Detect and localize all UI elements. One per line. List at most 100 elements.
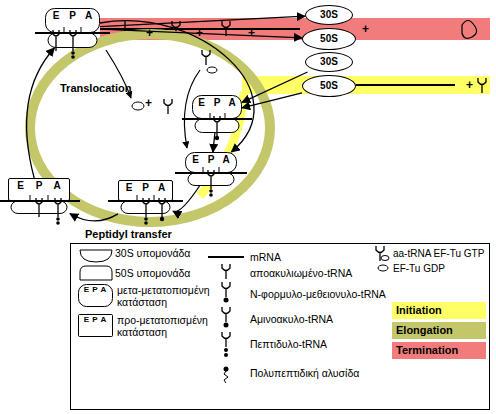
trna-symbol (143, 198, 149, 217)
release-factor (462, 21, 477, 39)
legend-text: Termination (396, 344, 458, 356)
plus-sign: + (196, 26, 203, 40)
post-state-sample (79, 285, 113, 307)
edge-label: Translocation (60, 82, 132, 94)
chain-dot (209, 193, 213, 197)
legend-text: αποακυλιωμένο-tRNA (250, 267, 352, 279)
legend-text: Ν-φορμυλο-μεθειονυλο-tRNA (250, 288, 386, 300)
ef-g-gdp-symbol (132, 102, 144, 110)
flow-arrow (70, 214, 118, 221)
trna-symbol (208, 170, 214, 189)
trna-symbol (53, 30, 59, 51)
chain-dot (144, 217, 148, 221)
edge-label: Peptidyl transfer (85, 228, 172, 240)
legend-text: Πολυπεπτιδική αλυσίδα (250, 367, 359, 379)
chain-dot (209, 189, 213, 193)
fmet-trna-sample (222, 282, 230, 297)
plus-sign: + (146, 26, 153, 40)
legend-text: EF-Tu GDP (393, 263, 445, 275)
site-divider (203, 167, 219, 172)
legend-frame (71, 244, 490, 410)
polypeptide-sample (224, 371, 228, 383)
chain-dot (56, 221, 60, 225)
legend-text: Elongation (396, 324, 453, 336)
legend-text: Initiation (396, 304, 442, 316)
flow-arrow (173, 186, 200, 212)
ef-tu-symbol (207, 67, 217, 73)
flow-arrow (242, 72, 308, 102)
large-subunit (186, 153, 237, 173)
aa-trna-sample (222, 307, 230, 322)
deacyl-trna-sample (222, 264, 230, 279)
chain-dot (224, 353, 228, 357)
site-letters: E P A (80, 315, 110, 324)
mrna-sample (208, 256, 244, 258)
ef-tu-gdp-sample (378, 265, 388, 271)
trna-symbol (159, 198, 165, 217)
trna-symbol (214, 116, 220, 136)
subunit-oval: 30S (305, 52, 353, 72)
mrna-strand (182, 118, 252, 120)
trna-symbol (222, 21, 230, 36)
mrna-strand (108, 200, 183, 202)
legend-swatch: Termination (392, 342, 486, 359)
node-label: 50S (303, 76, 355, 96)
legend-swatch: Elongation (392, 322, 486, 339)
legend-text: 30S υπομονάδα (115, 247, 190, 259)
mrna-strand (35, 32, 110, 34)
legend-text: aa-tRNA EF-Tu GTP (393, 248, 484, 260)
ribosome: E P A (45, 8, 100, 48)
node-label: 30S (306, 6, 352, 24)
chain-dot (144, 221, 148, 225)
node-label: E P A (8, 178, 70, 191)
node-label: E P A (192, 95, 242, 108)
aa-trna-symbol (202, 50, 210, 65)
ef-tu-gtp-sample (381, 256, 389, 261)
node-label: 50S (303, 29, 355, 49)
chain-dot (71, 55, 75, 59)
peptidyl-trna-sample (222, 332, 230, 347)
ribosome: E P A (118, 180, 173, 214)
aa-trna-ef-tu-sample (376, 246, 384, 261)
site-letters: E P A (80, 285, 110, 294)
ribosome: E P A (192, 95, 242, 133)
chain-dot (71, 51, 75, 55)
trna-symbol (36, 198, 42, 217)
ribosome: E P A (8, 178, 70, 214)
trna-symbol (55, 198, 61, 217)
plus-sign: + (248, 26, 255, 40)
aa-dot (224, 323, 229, 328)
trna-symbol (164, 99, 172, 114)
amino-acid-dot (160, 217, 164, 221)
fmet-dot (224, 298, 229, 303)
plus-sign: + (362, 22, 369, 36)
node-label: E P A (118, 180, 173, 193)
flow-arrow (100, 16, 305, 26)
site-divider (64, 27, 81, 32)
polypeptide-sample (224, 367, 229, 372)
flow-arrow (27, 48, 55, 178)
mrna-strand (356, 84, 455, 86)
legend-text: Πεπτιδυλο-tRNA (250, 338, 327, 350)
site-divider (137, 195, 154, 200)
amino-acid-dot (215, 136, 219, 140)
site-divider (210, 113, 225, 118)
large-subunit (9, 179, 70, 201)
mrna-strand (0, 200, 80, 202)
plus-sign: + (145, 96, 152, 110)
small-subunit-sample (80, 250, 112, 262)
pre-state-sample (79, 315, 113, 337)
plus-sign: + (466, 78, 473, 92)
node-label: E P A (45, 8, 100, 21)
chain-dot (56, 217, 60, 221)
legend-text: Αμινοακυλο-tRNA (250, 313, 333, 325)
chain-dot (224, 348, 228, 352)
legend-text: προ-μετατοπισμένη κατάσταση (117, 314, 222, 338)
node-label: E P A (185, 152, 237, 165)
mrna-strand (175, 172, 247, 174)
subunit-oval: 30S (305, 5, 353, 25)
subunit-oval: 50S (302, 28, 356, 50)
site-divider (30, 195, 48, 200)
